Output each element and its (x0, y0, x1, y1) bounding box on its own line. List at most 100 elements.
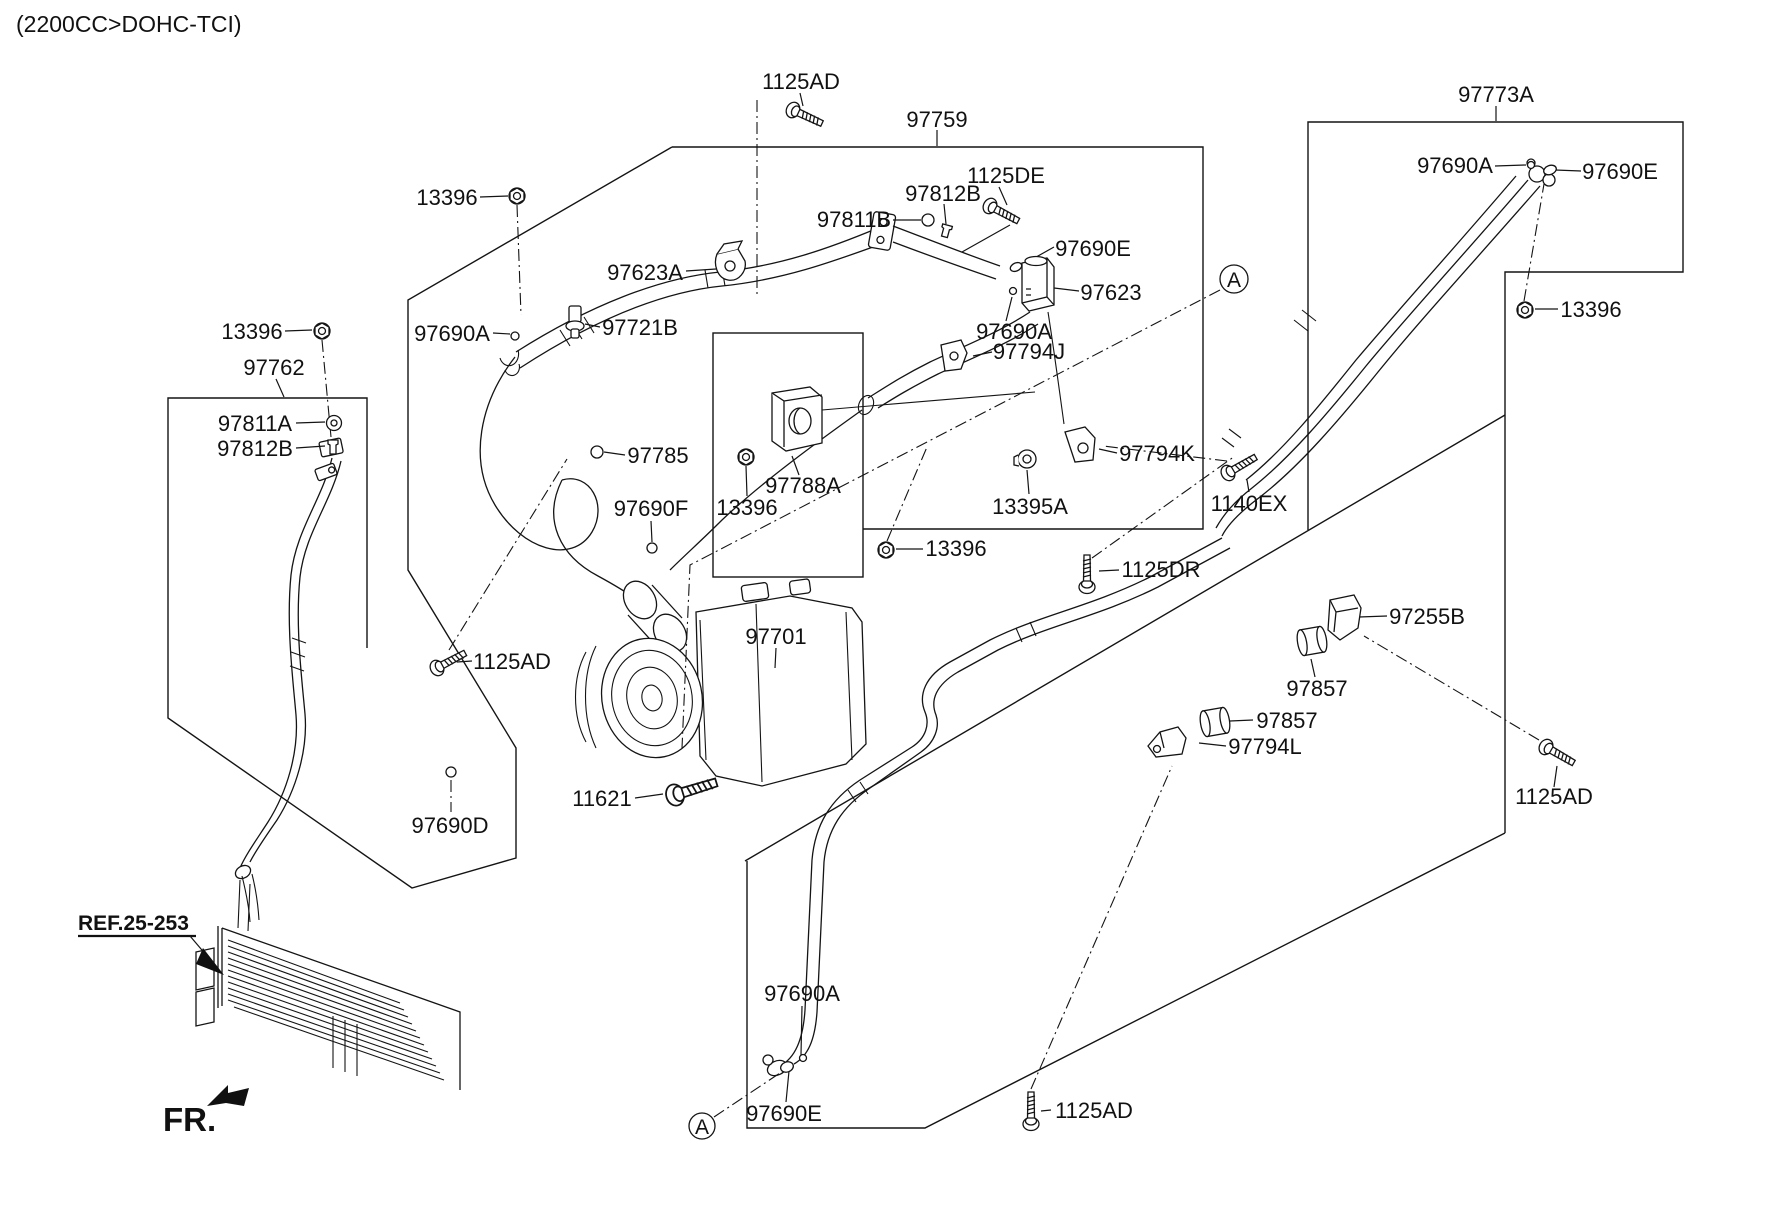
diagram-artwork (195, 158, 1556, 1090)
oring-97690a-center-icon (1008, 286, 1018, 296)
detail-marker-a-top-letter: A (1227, 269, 1241, 292)
label-1140ex: 1140EX (1211, 491, 1288, 516)
box-97759 (672, 146, 1204, 530)
lower-pipes-art (762, 537, 1231, 1077)
oring-97690a-midleft-icon (510, 331, 520, 341)
label-97788a: 97788A (765, 473, 841, 498)
label-13396-center: 13396 (716, 495, 777, 520)
label-97794k: 97794K (1119, 441, 1195, 466)
bolt-1125ad-right-icon (1535, 736, 1579, 771)
label-1125de: 1125DE (967, 163, 1045, 188)
oring-97690a-right-icon (1526, 160, 1536, 170)
label-97623a: 97623A (607, 260, 683, 285)
bracket-97794k-icon (1064, 426, 1096, 463)
clamp-97623a-icon (714, 240, 746, 281)
label-11621: 11621 (572, 786, 632, 811)
label-97690d: 97690D (411, 813, 488, 838)
label-97690a-center: 97690A (976, 319, 1052, 344)
label-97759: 97759 (906, 107, 967, 132)
valve-97812b-left-icon (327, 439, 339, 455)
label-97811b: 97811B (817, 207, 891, 232)
grommet-97811a-icon (325, 414, 343, 432)
ref-arrowhead (196, 948, 224, 975)
detail-marker-a-bottom: A (688, 1112, 716, 1140)
part-number-labels: (2200CC>DOHC-TCI) 1125AD 97759 1125DE 97… (16, 11, 1658, 1126)
detail-a-reference-line (681, 289, 1221, 749)
bolt-11621-icon (662, 771, 721, 809)
bushing-97857-upper-icon (1296, 625, 1328, 657)
discharge-pipe-art (515, 227, 885, 369)
pipe-bracket-97811-art (867, 211, 897, 251)
bolt-1125ad-bottom-icon (1022, 1091, 1040, 1132)
label-97794j: 97794J (993, 339, 1065, 364)
condenser-fins (227, 939, 445, 1081)
pipe-to-valve-art (892, 225, 1001, 280)
oring-97690e-mid-icon (1009, 261, 1023, 273)
oring-97785-icon (590, 445, 604, 459)
label-1125ad-bottom: 1125AD (1055, 1098, 1133, 1123)
suction-hose-art (867, 311, 1039, 409)
nut-13396-left-icon (313, 322, 331, 340)
box-97762 (167, 146, 673, 889)
nut-13396-bottom-icon (877, 541, 895, 559)
label-97857-lower: 97857 (1256, 708, 1317, 733)
small-parts (313, 99, 1579, 1132)
label-97690f: 97690F (614, 496, 689, 521)
hose-loop-art (479, 356, 645, 607)
label-13396-bottom: 13396 (925, 536, 986, 561)
fr-label: FR. (163, 1101, 216, 1138)
fr-indicator: FR. (163, 1085, 249, 1138)
mount-explosion-line (821, 391, 1036, 411)
valve-stub-art (1047, 311, 1065, 425)
leader-lines (275, 92, 1582, 1112)
label-97857-upper: 97857 (1286, 676, 1347, 701)
box-97788a-inset (712, 332, 864, 578)
label-97255b: 97255B (1389, 604, 1465, 629)
valve-97812b-top-icon (940, 223, 954, 239)
oring-97690e-bottom-icon (780, 1061, 794, 1073)
oring-97690e-right-icon (1543, 164, 1557, 176)
label-97812b-top: 97812B (905, 181, 981, 206)
grommet-13395a-icon (1013, 449, 1037, 469)
nut-13396-center-icon (737, 448, 755, 466)
valve-97623-icon (1021, 255, 1055, 312)
label-1125ad-top: 1125AD (762, 69, 840, 94)
label-97701: 97701 (745, 624, 806, 649)
label-97812b-left: 97812B (217, 436, 293, 461)
label-13396-left: 13396 (221, 319, 282, 344)
pipes-97773a-art (1215, 158, 1556, 537)
label-97623: 97623 (1080, 280, 1141, 305)
label-97721b: 97721B (602, 315, 678, 340)
label-1125dr: 1125DR (1121, 557, 1200, 582)
condenser-art (195, 879, 461, 1090)
detail-marker-a-top: A (1219, 264, 1249, 294)
label-97690a-right: 97690A (1417, 153, 1493, 178)
label-13396-top: 13396 (416, 185, 477, 210)
oring-97690d-icon (445, 766, 457, 778)
muffler-art (622, 580, 703, 687)
clamp-97255b-icon (1327, 594, 1362, 641)
compressor-art (574, 578, 867, 787)
detail-marker-a-bottom-letter: A (695, 1116, 709, 1139)
label-13395a: 13395A (992, 494, 1068, 519)
sensor-97721b-icon (565, 305, 585, 339)
bolt-1140ex-icon (1217, 449, 1261, 484)
hose-end-fitting (857, 394, 875, 416)
bracket-97794j-icon (940, 339, 968, 372)
label-97762: 97762 (243, 355, 304, 380)
label-1125ad-right: 1125AD (1515, 784, 1593, 809)
fr-arrow-icon (207, 1085, 249, 1106)
label-97690e-mid: 97690E (1055, 236, 1131, 261)
oring-97690f-icon (646, 542, 658, 554)
bracket-97794l-icon (1147, 726, 1187, 758)
hose-to-compressor-art (669, 409, 863, 571)
label-13396-right: 13396 (1560, 297, 1621, 322)
label-97690a-midleft: 97690A (414, 321, 490, 346)
reference-lines (321, 100, 1545, 1118)
hose-97762-art (234, 437, 344, 923)
mount-97788a-icon (771, 386, 823, 452)
pipe-fitting-art (499, 349, 520, 377)
ref-label: REF.25-253 (78, 912, 189, 935)
grommet-97811b-icon (921, 213, 935, 227)
